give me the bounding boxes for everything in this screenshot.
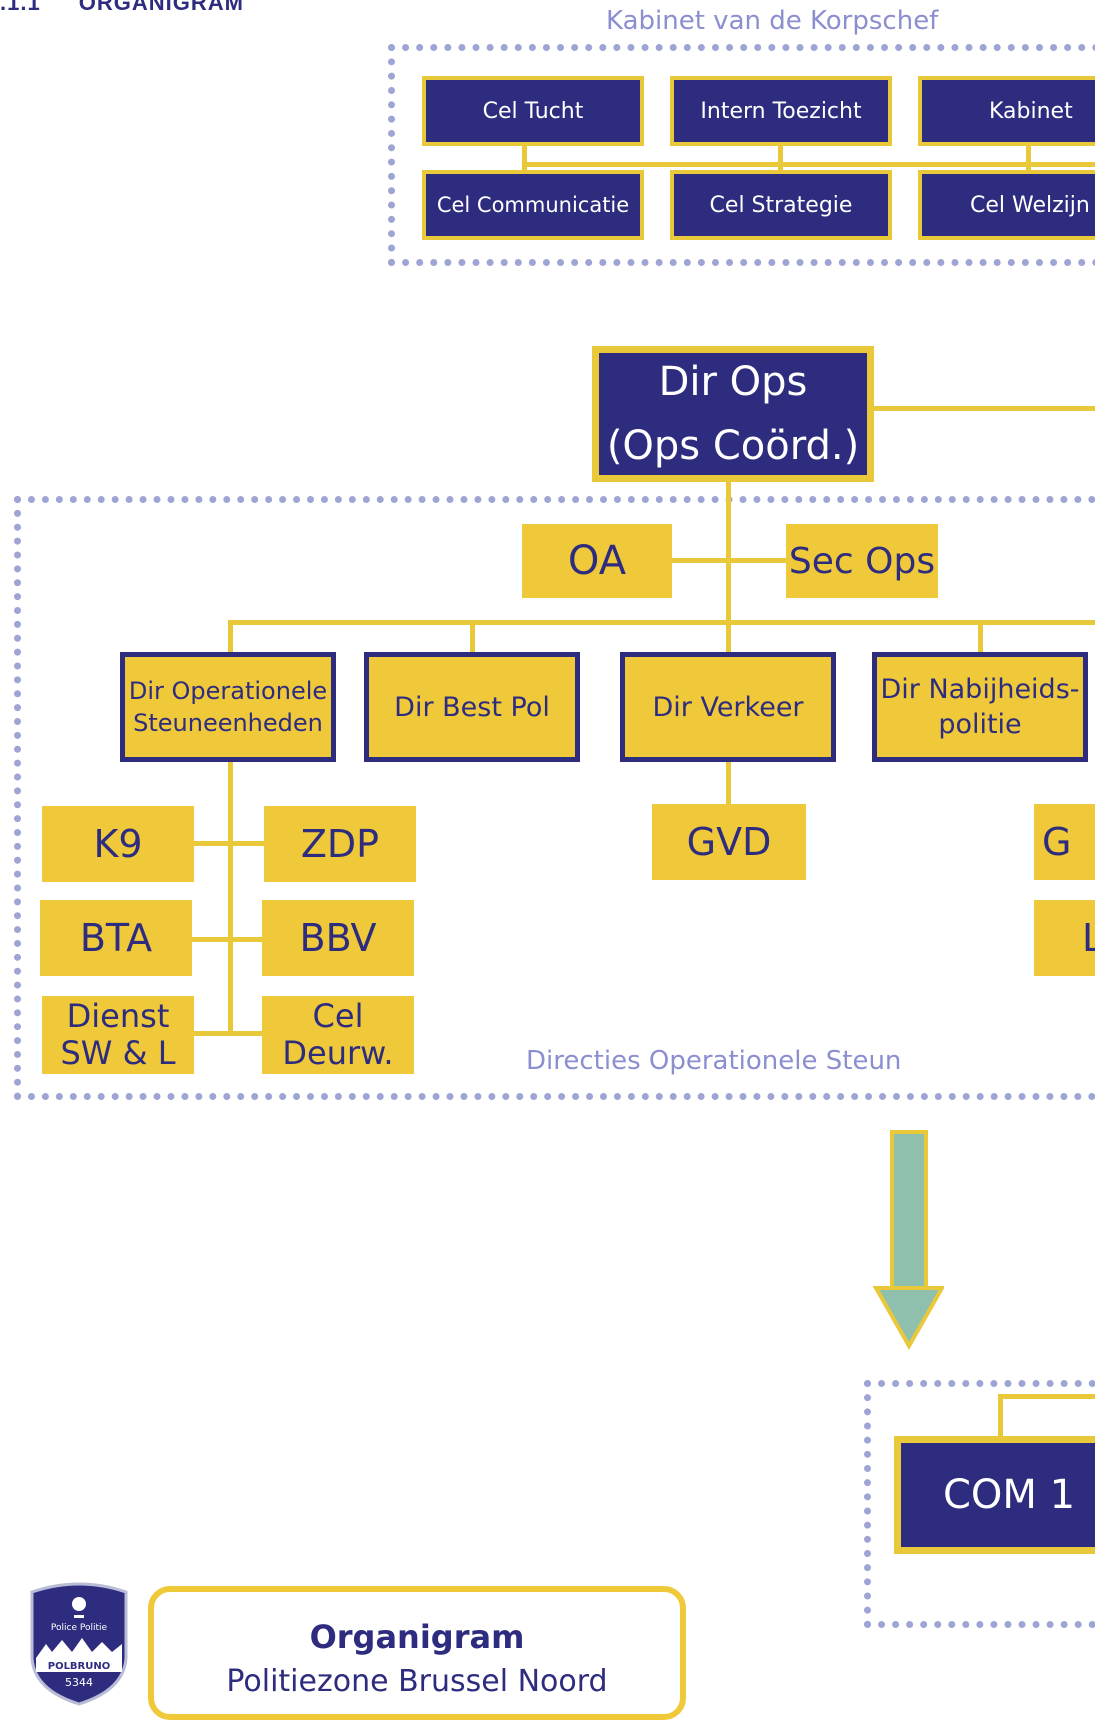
kabinet-group-label: Kabinet van de Korpschef <box>606 6 939 36</box>
dir-operationele-line2: Steuneenheden <box>133 709 323 737</box>
bta-bbv-connector <box>190 937 270 942</box>
com-group-border <box>864 1380 1095 1628</box>
box-cut-g: G <box>1034 804 1095 880</box>
box-dir-best-pol: Dir Best Pol <box>364 652 580 762</box>
box-cel-tucht: Cel Tucht <box>422 76 644 146</box>
k9-zdp-connector <box>190 841 270 846</box>
box-cel-communicatie: Cel Communicatie <box>422 170 644 240</box>
kabinet-connector-h <box>522 162 1095 167</box>
box-dienst-swl: Dienst SW & L <box>42 996 194 1074</box>
box-cut-l: L <box>1034 900 1095 976</box>
box-k9: K9 <box>42 806 194 882</box>
dienst-line2: SW & L <box>60 1034 176 1072</box>
down-arrow <box>872 1130 944 1350</box>
box-com1: COM 1 <box>894 1436 1095 1554</box>
section-title: ORGANIGRAM <box>78 0 244 15</box>
steun-group-border <box>14 496 1095 1100</box>
dienst-line1: Dienst <box>66 997 170 1036</box>
cel-deurw-line2: Deurw. <box>282 1034 394 1072</box>
com-connector-v <box>998 1394 1003 1442</box>
logo-top-text: Police Politie <box>51 1623 108 1633</box>
box-gvd: GVD <box>652 804 806 880</box>
steuneenheden-trunk <box>228 758 233 1034</box>
kabinet-connector-v1 <box>522 143 527 173</box>
drop-dir-operationele <box>228 620 233 655</box>
box-bta: BTA <box>40 900 192 976</box>
logo-name-text: POLBRUNO <box>48 1661 111 1672</box>
box-dir-verkeer: Dir Verkeer <box>620 652 836 762</box>
dir-nabijheid-line2: politie <box>938 709 1022 740</box>
box-dir-ops: Dir Ops (Ops Coörd.) <box>592 346 874 482</box>
box-bbv: BBV <box>262 900 414 976</box>
logo-code-text: 5344 <box>65 1676 93 1689</box>
box-intern-toezicht: Intern Toezicht <box>670 76 892 146</box>
section-heading: .1.1 ORGANIGRAM <box>0 0 244 16</box>
box-dir-operationele-steuneenheden: Dir Operationele Steuneenheden <box>120 652 336 762</box>
kabinet-connector-v2 <box>778 143 783 173</box>
box-zdp: ZDP <box>264 806 416 882</box>
com-connector-h <box>998 1394 1095 1399</box>
dir-operationele-line1: Dir Operationele <box>128 676 328 705</box>
kabinet-connector-v3 <box>1026 143 1031 173</box>
footer-title-box: Organigram Politiezone Brussel Noord <box>148 1586 686 1720</box>
section-number: .1.1 <box>0 0 41 15</box>
box-kabinet: Kabinet <box>918 76 1095 146</box>
dirops-connector-right <box>870 406 1095 411</box>
box-cel-deurw: Cel Deurw. <box>262 996 414 1074</box>
steun-group-label: Directies Operationele Steun <box>526 1046 902 1076</box>
footer-subtitle: Politiezone Brussel Noord <box>226 1664 608 1699</box>
box-dir-nabijheidspolitie: Dir Nabijheids- politie <box>872 652 1088 762</box>
kabinet-group-border <box>388 44 1095 266</box>
dienst-cel-connector <box>190 1031 270 1036</box>
oa-secops-connector <box>670 558 790 563</box>
drop-dir-best-pol <box>470 620 475 655</box>
footer-title: Organigram <box>309 1618 525 1656</box>
cel-deurw-line1: Cel <box>312 997 364 1036</box>
dir-ops-line2: (Ops Coörd.) <box>606 423 860 469</box>
box-oa: OA <box>522 524 672 598</box>
dir-nabijheid-line1: Dir Nabijheids- <box>880 673 1080 705</box>
drop-dir-nabijheid <box>978 620 983 655</box>
police-shield-logo: Police Politie POLBRUNO 5344 <box>30 1582 128 1706</box>
main-trunk <box>726 482 731 802</box>
box-cel-welzijn: Cel Welzijn <box>918 170 1095 240</box>
directies-bus <box>228 620 1095 625</box>
box-sec-ops: Sec Ops <box>786 524 938 598</box>
dir-ops-line1: Dir Ops <box>658 359 808 405</box>
box-cel-strategie: Cel Strategie <box>670 170 892 240</box>
verkeer-gvd-connector <box>726 758 731 808</box>
